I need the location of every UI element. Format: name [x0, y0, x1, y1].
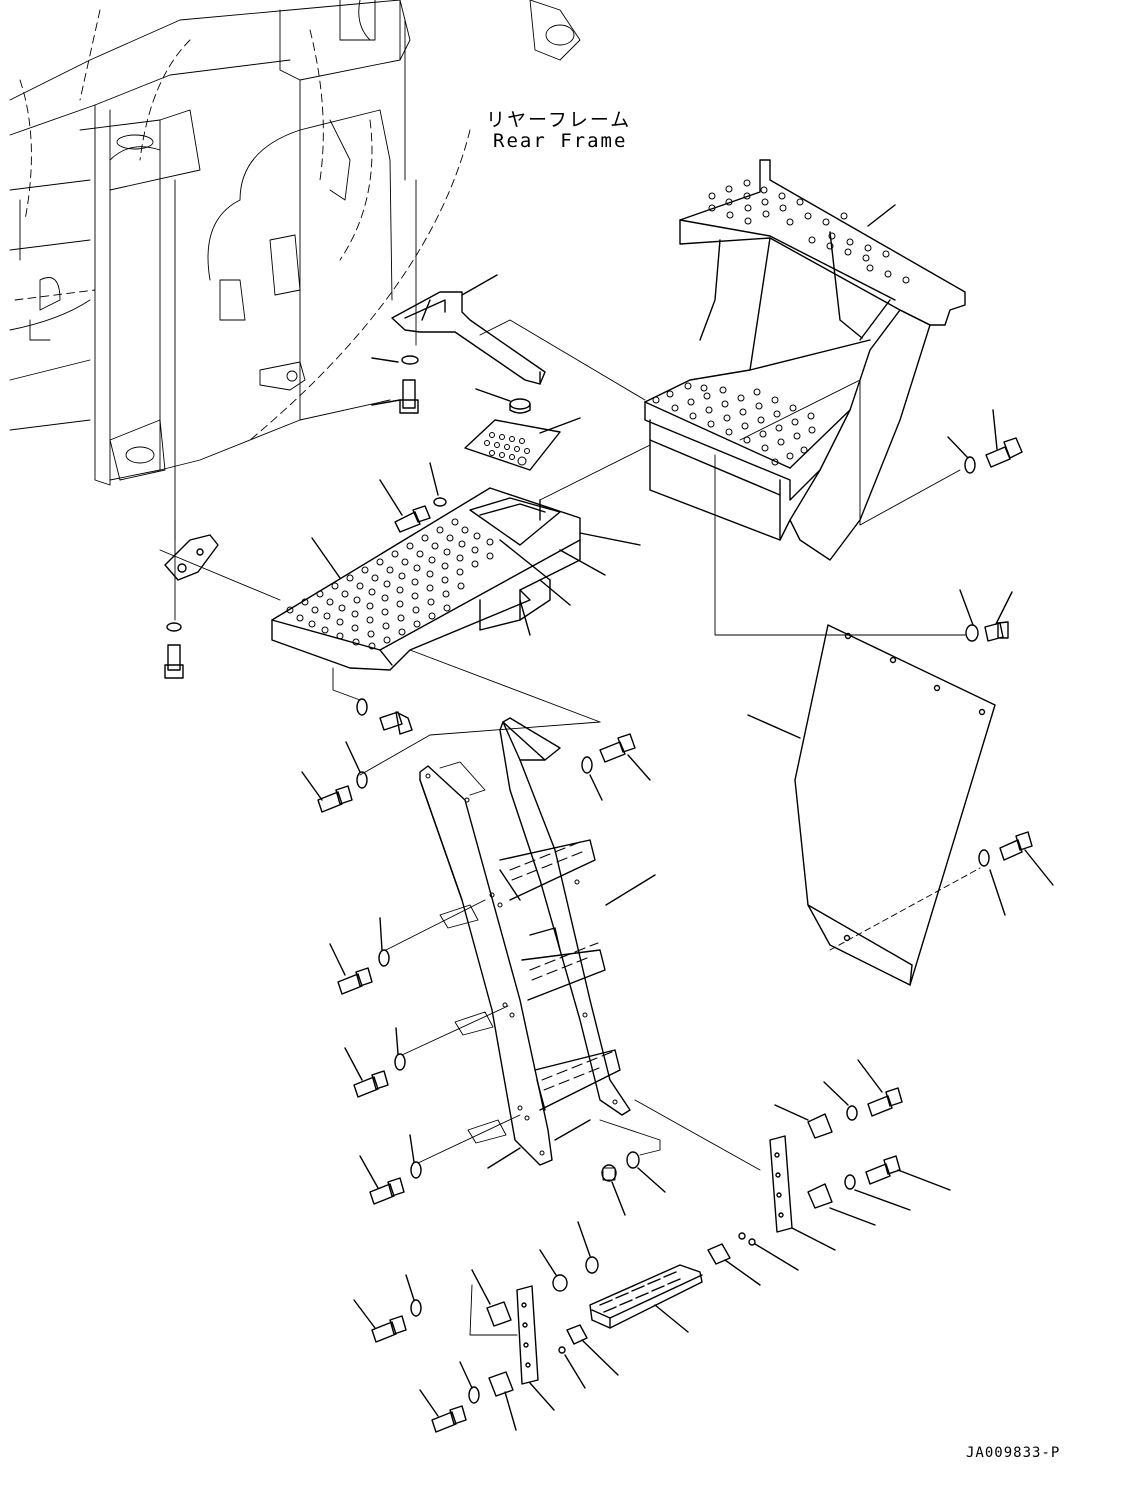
washer: [433, 497, 447, 507]
main-step: [271, 487, 581, 671]
leader-line: [605, 874, 656, 906]
rear-frame: [9, 0, 581, 486]
washer: [978, 849, 990, 867]
main-step-leaders: [311, 532, 641, 636]
frame-dashed-guides: [14, 9, 471, 441]
leader-line: [461, 274, 498, 296]
bolt: [999, 831, 1033, 861]
leader-line: [995, 591, 1013, 625]
ladder-holes: [425, 773, 618, 1156]
leader-line: [487, 1147, 521, 1169]
main-step-holes: [286, 518, 494, 650]
leader-line: [959, 589, 974, 626]
lower-step-bracket-right: [769, 1059, 951, 1251]
lower-step-clips: [558, 1232, 799, 1389]
leader-line: [539, 417, 581, 434]
rear-frame-label-jp: リヤーフレーム: [486, 109, 632, 131]
ladder-tread-slots: [509, 841, 613, 1091]
ladder-fasteners: [301, 721, 651, 1205]
bolt: [379, 711, 413, 735]
washer: [356, 698, 368, 716]
nut: [509, 398, 531, 414]
lower-step-tread: [589, 1264, 703, 1333]
assembly-lines: [159, 179, 966, 636]
leader-line: [947, 436, 969, 459]
leader-line: [989, 869, 1006, 916]
bolt: [399, 379, 419, 414]
leader-line: [429, 462, 439, 496]
assembly-line: [332, 667, 361, 701]
leader-line: [1024, 849, 1054, 886]
side-cover-panel: [794, 624, 996, 986]
leader-line: [992, 409, 998, 450]
hinge-bracket: [164, 534, 219, 679]
leader-line: [371, 399, 401, 406]
washer: [965, 624, 979, 642]
ladder: [419, 717, 631, 1166]
assembly-line: [829, 867, 981, 951]
leader-line: [371, 357, 399, 363]
small-perforated-plate: [464, 419, 561, 471]
upper-step-platform: [644, 159, 966, 561]
bolt: [394, 505, 431, 533]
lower-step-bracket-left: [353, 1221, 599, 1433]
leader-line: [867, 204, 896, 227]
upper-platform-holes: [652, 179, 910, 466]
bolt: [985, 437, 1023, 468]
rear-frame-label-en: Rear Frame: [493, 130, 628, 152]
step-bracket: [391, 291, 546, 385]
leader-line: [475, 388, 511, 402]
washer: [964, 456, 976, 474]
leader-line: [747, 714, 801, 739]
drawing-code: JA009833-P: [966, 1445, 1061, 1461]
bolt: [984, 621, 1009, 642]
leader-line: [379, 479, 403, 516]
assembly-line: [409, 649, 601, 723]
washer: [401, 355, 419, 365]
lower-nut-washer: [599, 1099, 761, 1216]
